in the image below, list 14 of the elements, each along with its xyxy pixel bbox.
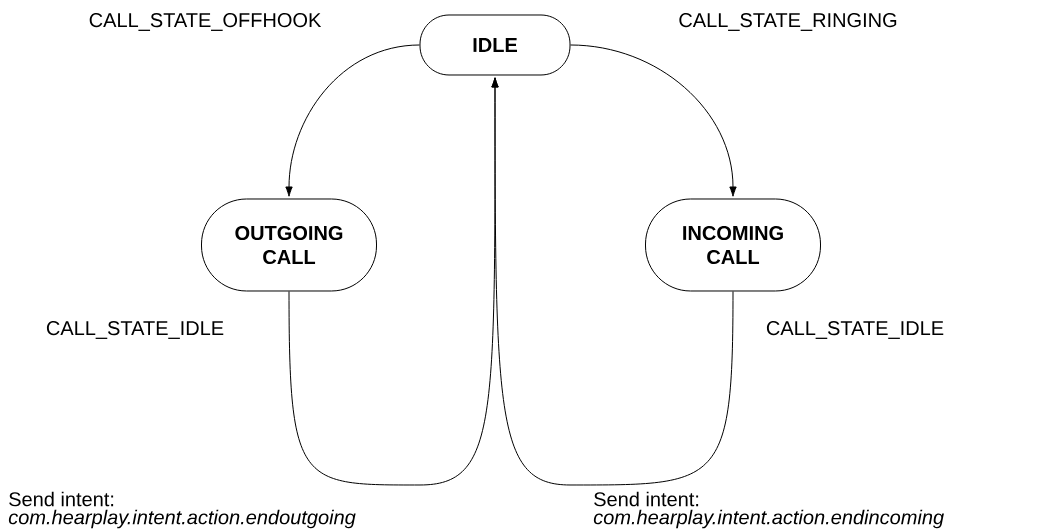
note-text: Send intent:	[9, 491, 114, 507]
note-text: com.hearplay.intent.action.endoutgoing	[8, 509, 356, 529]
edge-label: CALL_STATE_IDLE	[766, 321, 944, 339]
note-text: Send intent:	[594, 491, 699, 507]
state-box: OUTGOING CALL	[201, 198, 377, 292]
note-text: com.hearplay.intent.action.endincoming	[593, 509, 944, 529]
edge-label: CALL_STATE_IDLE	[46, 321, 224, 339]
state-box: INCOMING CALL	[645, 198, 821, 292]
arrow	[570, 44, 737, 197]
state-box: IDLE	[419, 14, 571, 76]
edge-label: CALL_STATE_OFFHOOK	[89, 13, 322, 31]
arrow	[491, 77, 734, 486]
edge-label: CALL_STATE_RINGING	[679, 13, 897, 31]
arrow	[285, 44, 420, 197]
